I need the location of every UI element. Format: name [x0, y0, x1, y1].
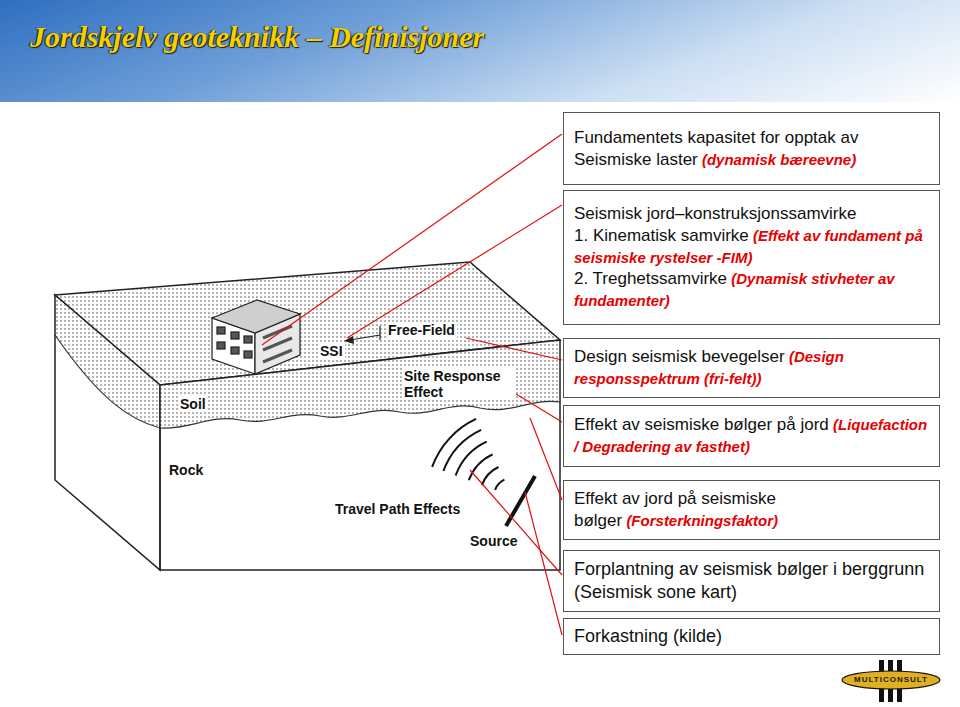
definition-box: Seismisk jord–konstruksjonssamvirke 1. Ki… [563, 190, 940, 325]
text-line: Seismisk jord–konstruksjonssamvirke [574, 203, 929, 225]
box-text: Effekt av seismiske bølger på jord [574, 415, 829, 434]
left-face-soil [55, 295, 160, 428]
definition-box: Forplantning av seismisk bølger i berggr… [563, 550, 940, 612]
left-face-rock [55, 335, 160, 570]
window [231, 332, 239, 339]
logo-symbol [842, 660, 940, 702]
fault-line [506, 476, 535, 526]
leader-line [516, 394, 562, 422]
leader-line [347, 205, 562, 338]
window [244, 336, 252, 343]
definition-box: Design seismisk bevegelser(Design respon… [563, 338, 940, 398]
front-face-soil [160, 340, 560, 428]
region-label: Travel Path Effects [333, 501, 462, 517]
building-roof [212, 300, 300, 333]
window [231, 347, 239, 354]
wave-arc [482, 467, 499, 485]
highlight-text: (Forsterkningsfaktor) [626, 512, 778, 529]
box-text: 2. Treghetssamvirke [574, 269, 727, 288]
definition-box: Effekt av jord på seismiske bølger(Forst… [563, 480, 940, 540]
box-text: Design seismisk bevegelser [574, 347, 785, 366]
text-line: 2. Treghetssamvirke(Dynamisk stivheter a… [574, 268, 929, 312]
definition-box: Forkastning (kilde) [563, 618, 940, 655]
wave-arc [469, 454, 493, 480]
layer-label: Soil [178, 396, 208, 412]
text-line: 1. Kinematisk samvirke(Effekt av fundame… [574, 225, 929, 269]
leader-line [525, 492, 562, 635]
free-field-arrow [350, 326, 380, 340]
logo-oval [842, 671, 940, 689]
left-face-outline [55, 295, 160, 570]
layer-label: Rock [167, 462, 205, 478]
text-line: Design seismisk bevegelser(Design respon… [574, 346, 929, 390]
text-line: Effekt av jord på seismiske bølger(Forst… [574, 488, 929, 532]
building-front [212, 318, 255, 374]
region-label: SSI [318, 343, 345, 359]
region-label: Free-Field [386, 322, 457, 338]
leader-line [470, 470, 562, 575]
front-face-outline [160, 340, 560, 570]
free-field-arrowhead [344, 336, 354, 344]
leader-line [262, 134, 562, 345]
building-side [255, 314, 300, 374]
logo-text: MULTICONSULT [845, 675, 937, 685]
window [217, 342, 225, 349]
text-line: Forkastning (kilde) [574, 625, 929, 648]
definition-box: Effekt av seismiske bølger på jord(Lique… [563, 405, 940, 467]
source-label: Source [468, 533, 519, 549]
seismic-waves [432, 419, 504, 490]
slide-title: Jordskjelv geoteknikk – Definisjoner [30, 20, 484, 54]
box-text: Forkastning (kilde) [574, 626, 722, 646]
top-face [55, 262, 560, 385]
text-line: Effekt av seismiske bølger på jord(Lique… [574, 414, 929, 458]
leader-line [530, 418, 562, 500]
highlight-text: (dynamisk bæreevne) [702, 151, 856, 168]
definition-box: Fundamentets kapasitet for opptak av Sei… [563, 112, 940, 185]
side-windows [263, 326, 292, 362]
soil-rock-boundary-left [55, 335, 160, 428]
building [212, 300, 300, 374]
box-text: Forplantning av seismisk bølger i berggr… [574, 559, 924, 602]
wave-arc [432, 419, 476, 467]
window [217, 327, 225, 334]
soil-rock-boundary [160, 401, 560, 428]
region-label: Site Response Effect [402, 368, 514, 400]
text-line: Forplantning av seismisk bølger i berggr… [574, 558, 929, 604]
window [244, 351, 252, 358]
box-text: 1. Kinematisk samvirke [574, 226, 749, 245]
text-line: Fundamentets kapasitet for opptak av Sei… [574, 127, 929, 171]
wave-arc [456, 442, 487, 476]
wave-arc [443, 430, 481, 471]
wave-arc [495, 480, 504, 490]
box-text: Seismisk jord–konstruksjonssamvirke [574, 204, 856, 223]
leader-line [466, 338, 562, 360]
